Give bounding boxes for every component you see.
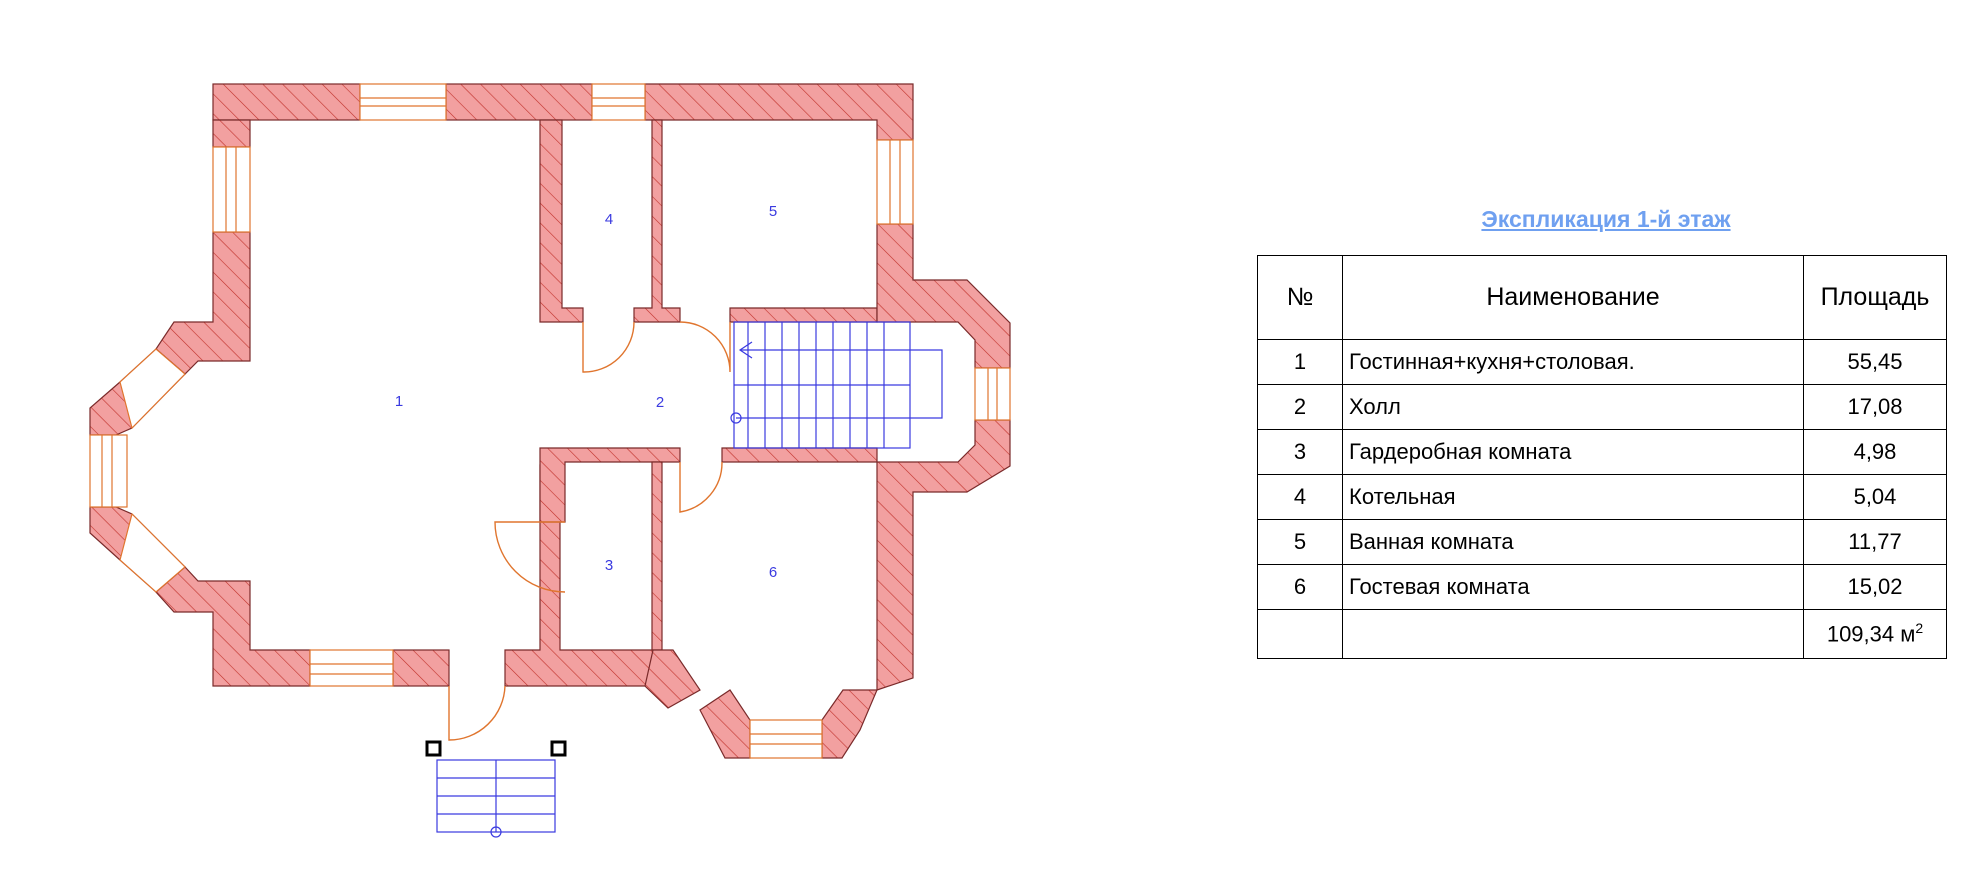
explication-table: № Наименование Площадь 1 Гостинная+кухня…: [1257, 255, 1947, 659]
table-row: 4 Котельная 5,04: [1257, 474, 1947, 520]
row-num: 2: [1257, 384, 1343, 430]
door-arc-3: [494, 521, 566, 593]
wall-bottom-1: [392, 649, 450, 687]
table-row: 6 Гостевая комната 15,02: [1257, 564, 1947, 610]
window-top-1: [359, 83, 447, 121]
row-num: 4: [1257, 474, 1343, 520]
table-header-row: № Наименование Площадь: [1257, 255, 1947, 340]
total-name-cell: [1342, 609, 1804, 659]
wall-top-1: [212, 83, 361, 121]
wall-stair-bottom: [721, 447, 878, 463]
room-label-6: 6: [769, 564, 777, 581]
table-row: 5 Ванная комната 11,77: [1257, 519, 1947, 565]
explication-title: Экспликация 1-й этаж: [1481, 206, 1731, 232]
row-name: Ванная комната: [1342, 519, 1804, 565]
wall-left-lower: [155, 566, 311, 687]
header-name: Наименование: [1342, 255, 1804, 340]
stair-interior: [730, 321, 943, 449]
wall-bottom-2: [504, 464, 654, 687]
wall-interior-3-right: [651, 461, 663, 651]
window-bay-bottom: [749, 719, 823, 759]
wall-interior-4-right: [633, 119, 681, 323]
windows: [89, 83, 1011, 759]
row-area: 17,08: [1803, 384, 1947, 430]
wall-top-3: [644, 83, 914, 141]
room-label-3: 3: [605, 557, 613, 574]
window-diag-left-bottom: [119, 512, 186, 593]
wall-top-2: [445, 83, 593, 121]
entrance-posts: [425, 740, 567, 757]
entrance-post-right: [550, 740, 567, 757]
window-bottom: [309, 649, 394, 687]
doors: [448, 321, 731, 741]
total-row: 109,34 м2: [1257, 609, 1947, 659]
row-name: Холл: [1342, 384, 1804, 430]
wall-interior-4-left: [539, 119, 584, 323]
room-labels: 1 2 3 4 5 6: [395, 203, 777, 581]
wall-left-upper: [212, 119, 251, 148]
wall-right-bay: [876, 419, 1011, 691]
row-area: 55,45: [1803, 339, 1947, 385]
window-left-mid: [89, 434, 128, 508]
total-area: 109,34 м2: [1803, 609, 1947, 659]
wall-right-upper: [876, 223, 1011, 369]
table-row: 1 Гостинная+кухня+столовая. 55,45: [1257, 339, 1947, 385]
row-name: Котельная: [1342, 474, 1804, 520]
header-area: Площадь: [1803, 255, 1947, 340]
window-diag-left-top: [119, 348, 186, 430]
room-label-4: 4: [605, 211, 613, 228]
row-num: 3: [1257, 429, 1343, 475]
door-arc-4: [582, 321, 635, 373]
row-area: 15,02: [1803, 564, 1947, 610]
table-row: 2 Холл 17,08: [1257, 384, 1947, 430]
window-right-bay: [974, 367, 1011, 421]
header-num: №: [1257, 255, 1343, 340]
room-label-1: 1: [395, 393, 403, 410]
table-row: 3 Гардеробная комната 4,98: [1257, 429, 1947, 475]
entrance-post-left: [425, 740, 442, 757]
row-area: 4,98: [1803, 429, 1947, 475]
row-num: 1: [1257, 339, 1343, 385]
total-num-cell: [1257, 609, 1343, 659]
door-arc-6: [679, 461, 723, 513]
wall-bottom-bay: [644, 649, 701, 709]
total-unit-sup: 2: [1915, 620, 1924, 637]
row-num: 6: [1257, 564, 1343, 610]
row-num: 5: [1257, 519, 1343, 565]
window-right-top: [876, 139, 914, 225]
stair-entrance: [436, 759, 556, 838]
room-label-2: 2: [656, 394, 664, 411]
row-area: 5,04: [1803, 474, 1947, 520]
window-left-upper: [212, 146, 251, 233]
wall-left-mid: [155, 231, 251, 375]
room-label-5: 5: [769, 203, 777, 220]
door-arc-entrance: [448, 685, 506, 741]
door-arc-5: [679, 321, 731, 373]
wall-stair-top: [729, 307, 878, 323]
row-name: Гостинная+кухня+столовая.: [1342, 339, 1804, 385]
total-value: 109,34 м: [1826, 621, 1916, 647]
wall-bay-bottom-left: [699, 689, 751, 759]
row-area: 11,77: [1803, 519, 1947, 565]
row-name: Гардеробная комната: [1342, 429, 1804, 475]
wall-bay-bottom-right: [821, 689, 878, 759]
row-name: Гостевая комната: [1342, 564, 1804, 610]
window-top-2: [591, 83, 646, 121]
